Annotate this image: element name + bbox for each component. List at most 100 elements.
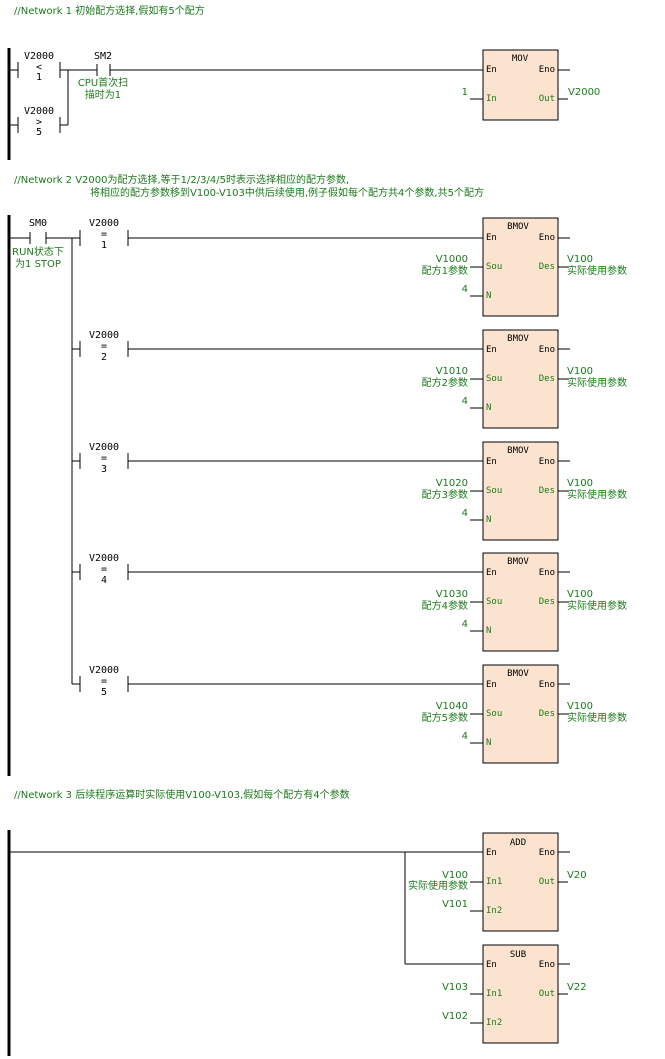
pin-in1-value: V100 xyxy=(442,870,468,881)
pin-des-value: V100 xyxy=(567,366,593,377)
block-name: BMOV xyxy=(507,557,529,567)
pin-sou: Sou xyxy=(486,486,502,496)
pin-n: N xyxy=(486,291,491,301)
pin-sou-note: 配方1参数 xyxy=(422,264,468,277)
network-1-comment: //Network 1 初始配方选择,假如有5个配方 xyxy=(14,4,205,17)
pin-n: N xyxy=(486,403,491,413)
block-name: BMOV xyxy=(507,446,529,456)
contact-addr: V2000 xyxy=(89,553,119,564)
block-name: SUB xyxy=(510,950,526,960)
contact-val: 5 xyxy=(101,687,107,698)
pin-out-value: V22 xyxy=(567,982,587,993)
contact-val: 5 xyxy=(36,127,42,138)
pin-en: En xyxy=(486,848,497,858)
contact-val: 4 xyxy=(101,575,107,586)
contact-note: CPU首次扫 xyxy=(78,76,128,89)
contact-op: = xyxy=(101,341,107,352)
contact-op: = xyxy=(101,676,107,687)
pin-en: En xyxy=(486,65,497,75)
block-name: BMOV xyxy=(507,334,529,344)
block-name: BMOV xyxy=(507,222,529,232)
contact-op: < xyxy=(36,62,42,73)
pin-en: En xyxy=(486,457,497,467)
pin-in2: In2 xyxy=(486,906,502,916)
pin-in1-value: V103 xyxy=(442,982,468,993)
pin-des: Des xyxy=(539,374,555,384)
pin-in: In xyxy=(486,94,497,104)
pin-eno: Eno xyxy=(539,960,555,970)
pin-in2-value: V102 xyxy=(442,1011,468,1022)
pin-des-note: 实际使用参数 xyxy=(567,599,627,612)
pin-sou-note: 配方5参数 xyxy=(422,711,468,724)
contact-val: 3 xyxy=(101,464,107,475)
pin-in1: In1 xyxy=(486,877,502,887)
pin-n-value: 4 xyxy=(462,619,468,630)
block-name: BMOV xyxy=(507,669,529,679)
contact-note: 描时为1 xyxy=(85,88,121,101)
contact-op: = xyxy=(101,453,107,464)
pin-en: En xyxy=(486,680,497,690)
sub-block xyxy=(482,944,559,1044)
pin-in2: In2 xyxy=(486,1018,502,1028)
pin-sou-value: V1010 xyxy=(436,366,468,377)
contact-op: = xyxy=(101,229,107,240)
pin-in1-note: 实际使用参数 xyxy=(408,879,468,892)
pin-eno: Eno xyxy=(539,233,555,243)
contact-note: RUN状态下 xyxy=(12,245,64,258)
add-block xyxy=(482,832,559,932)
pin-n: N xyxy=(486,626,491,636)
pin-sou-value: V1040 xyxy=(436,701,468,712)
contact-op: > xyxy=(36,117,42,128)
pin-in1: In1 xyxy=(486,989,502,999)
mov-block xyxy=(482,49,559,121)
bmov-block xyxy=(482,664,559,764)
pin-in-value: 1 xyxy=(462,87,468,98)
pin-des: Des xyxy=(539,262,555,272)
pin-des-value: V100 xyxy=(567,254,593,265)
pin-sou-value: V1020 xyxy=(436,478,468,489)
pin-out: Out xyxy=(539,94,555,104)
pin-out: Out xyxy=(539,877,555,887)
contact-addr: V2000 xyxy=(89,218,119,229)
contact-addr: V2000 xyxy=(89,442,119,453)
pin-des-note: 实际使用参数 xyxy=(567,488,627,501)
pin-en: En xyxy=(486,568,497,578)
pin-sou: Sou xyxy=(486,262,502,272)
pin-eno: Eno xyxy=(539,848,555,858)
pin-sou: Sou xyxy=(486,597,502,607)
pin-sou-value: V1030 xyxy=(436,589,468,600)
pin-sou: Sou xyxy=(486,709,502,719)
pin-eno: Eno xyxy=(539,457,555,467)
contact-addr: SM0 xyxy=(29,218,47,229)
pin-n: N xyxy=(486,738,491,748)
pin-eno: Eno xyxy=(539,680,555,690)
block-name: ADD xyxy=(510,838,526,848)
contact-addr: V2000 xyxy=(89,665,119,676)
pin-out-value: V2000 xyxy=(568,87,600,98)
pin-des-note: 实际使用参数 xyxy=(567,264,627,277)
contact-op: = xyxy=(101,564,107,575)
network-3-comment: //Network 3 后续程序运算时实际使用V100-V103,假如每个配方有… xyxy=(14,788,350,801)
pin-n-value: 4 xyxy=(462,396,468,407)
pin-out-value: V20 xyxy=(567,870,587,881)
contact-val: 1 xyxy=(36,72,42,83)
pin-des-note: 实际使用参数 xyxy=(567,711,627,724)
bmov-block xyxy=(482,329,559,429)
pin-des-value: V100 xyxy=(567,478,593,489)
pin-en: En xyxy=(486,345,497,355)
block-name: MOV xyxy=(512,54,529,64)
pin-sou: Sou xyxy=(486,374,502,384)
pin-n-value: 4 xyxy=(462,731,468,742)
pin-des: Des xyxy=(539,709,555,719)
pin-eno: Eno xyxy=(539,568,555,578)
pin-des-note: 实际使用参数 xyxy=(567,376,627,389)
pin-n-value: 4 xyxy=(462,508,468,519)
pin-des: Des xyxy=(539,597,555,607)
pin-en: En xyxy=(486,960,497,970)
pin-sou-value: V1000 xyxy=(436,254,468,265)
pin-des: Des xyxy=(539,486,555,496)
contact-addr: V2000 xyxy=(24,106,54,117)
pin-en: En xyxy=(486,233,497,243)
pin-n-value: 4 xyxy=(462,284,468,295)
